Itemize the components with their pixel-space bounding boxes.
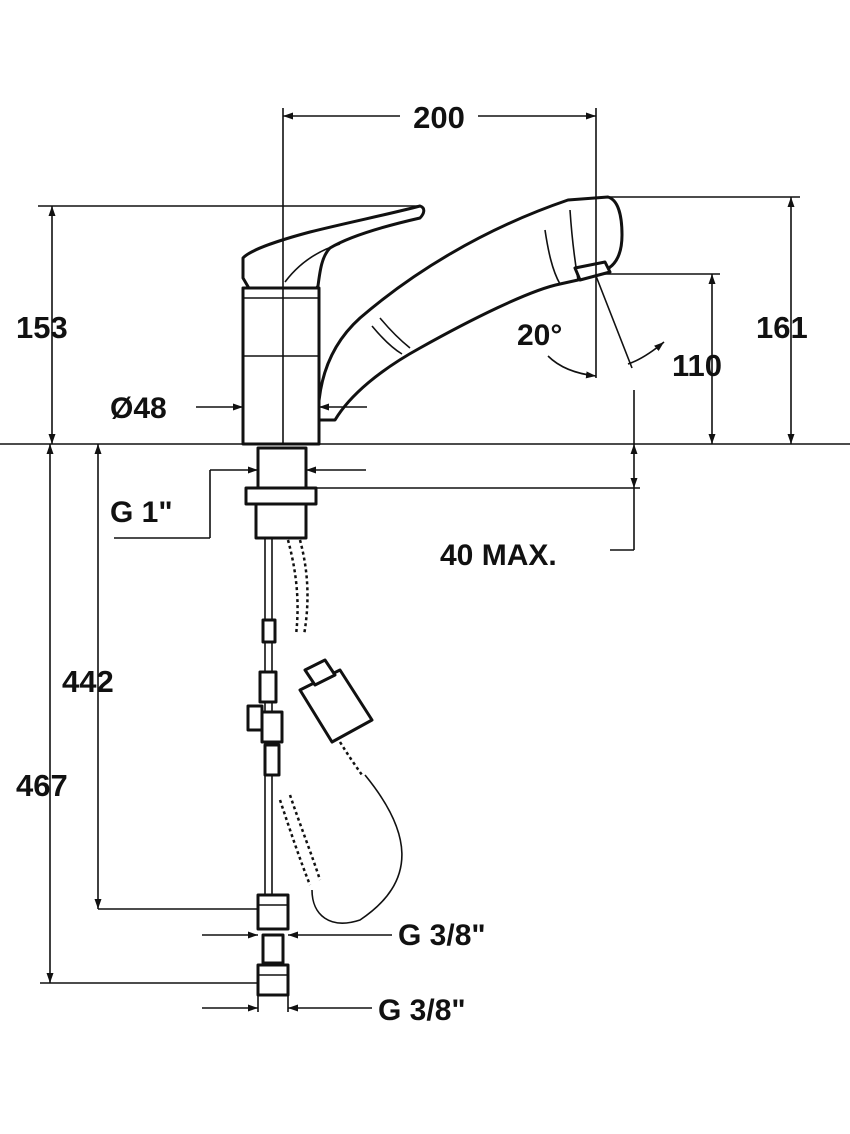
hose-loop <box>311 774 403 924</box>
dimension-g38-upper: G 3/8" <box>202 919 486 952</box>
body-cylinder <box>241 286 321 446</box>
dimension-g1: G 1" <box>110 466 366 539</box>
corrugated-hose <box>286 539 299 636</box>
mounting-assembly <box>244 446 403 997</box>
mounting-shank <box>256 446 308 490</box>
label-200: 200 <box>413 100 465 135</box>
spout <box>316 195 624 422</box>
label-442: 442 <box>62 664 114 699</box>
dimension-442: 442 <box>62 444 258 910</box>
label-diameter-48: Ø48 <box>110 392 167 425</box>
mounting-nut <box>244 486 318 506</box>
dimension-g38-lower: G 3/8" <box>202 994 466 1027</box>
label-110: 110 <box>672 348 722 383</box>
lever-handle <box>241 204 426 296</box>
dimension-153: 153 <box>16 205 420 444</box>
upper-connector <box>256 893 290 931</box>
label-g1: G 1" <box>110 496 173 529</box>
dimension-110: 110 <box>600 273 722 444</box>
lower-connector <box>256 963 290 997</box>
dimension-40-max: 40 MAX. <box>316 444 640 572</box>
label-g38-upper: G 3/8" <box>398 919 486 952</box>
dimension-467: 467 <box>16 444 258 984</box>
label-467: 467 <box>16 768 68 803</box>
label-g38-lower: G 3/8" <box>378 994 466 1027</box>
label-40-max: 40 MAX. <box>440 539 557 572</box>
spray-head-nozzle <box>573 260 612 282</box>
label-161: 161 <box>756 310 808 345</box>
faucet-body <box>241 195 624 446</box>
dimension-diameter-48: Ø48 <box>110 392 367 425</box>
label-20-deg: 20° <box>517 319 562 352</box>
dimension-200: 200 <box>282 100 597 444</box>
label-153: 153 <box>16 310 68 345</box>
dimension-161: 161 <box>608 196 808 444</box>
dimension-angle-20: 20° <box>517 275 665 379</box>
